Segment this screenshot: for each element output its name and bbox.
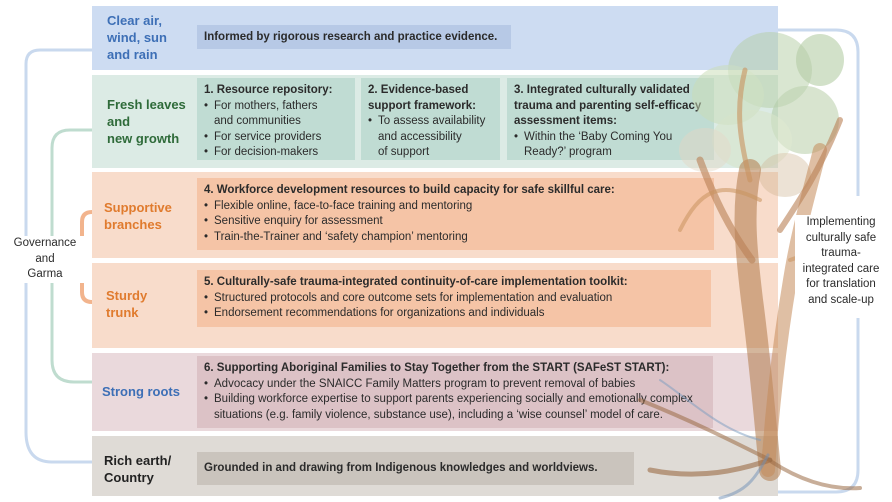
workforce-development-title: 4. Workforce development resources to bu… (204, 184, 615, 196)
indigenous-knowledges-box: Grounded in and drawing from Indigenous … (197, 452, 634, 485)
workforce-development-list: Flexible online, face-to-face training a… (204, 199, 707, 246)
supportive-branches-label: Supportive branches (104, 199, 172, 233)
list-item: Train-the-Trainer and ‘safety champion’ … (204, 230, 707, 246)
sturdy-trunk-label-line: trunk (106, 305, 139, 320)
list-item: Advocacy under the SNAICC Family Matters… (204, 377, 706, 393)
implementation-label-line: and scale-up (808, 293, 874, 306)
title-line: 3. Integrated culturally validated (514, 84, 690, 96)
strong-roots-label: Strong roots (102, 383, 180, 400)
support-framework-list: To assess availability and accessibility o… (368, 114, 493, 161)
governance-label: Governance and Garma (6, 236, 84, 283)
supportive-branches-label-line: Supportive (104, 200, 172, 215)
clear-air-label-line: and rain (107, 47, 158, 62)
list-item: For mothers, fathers and communities (204, 99, 348, 130)
implementation-label-line: integrated care (802, 262, 880, 275)
fresh-leaves-label-line: Fresh leaves (107, 97, 186, 112)
bullet-line: and accessibility (378, 130, 462, 143)
title-line: trauma and parenting self-efficacy (514, 99, 702, 112)
list-item: Structured protocols and core outcome se… (204, 291, 704, 307)
research-evidence-text: Informed by rigorous research and practi… (204, 31, 498, 43)
bullet-line: of support (378, 146, 430, 158)
tree-foliage (679, 32, 844, 197)
safest-start-title: 6. Supporting Aboriginal Families to Sta… (204, 362, 670, 374)
clear-air-label: Clear air, wind, sun and rain (107, 12, 167, 63)
bullet-line: To assess availability (378, 115, 486, 127)
bullet-line: situations (e.g. family violence, substa… (214, 408, 663, 421)
indigenous-knowledges-text: Grounded in and drawing from Indigenous … (204, 462, 598, 474)
implementation-toolkit-title: 5. Culturally-safe trauma-integrated con… (204, 276, 628, 288)
list-item: For service providers (204, 130, 348, 146)
sturdy-trunk-label-line: Sturdy (106, 288, 148, 303)
fresh-leaves-label-line: and (107, 114, 131, 129)
safest-start-box: 6. Supporting Aboriginal Families to Sta… (197, 356, 713, 428)
implementation-label-line: culturally safe (805, 231, 877, 244)
trunk-bracket (80, 270, 93, 304)
governance-label-line: Governance (13, 237, 77, 249)
rich-earth-label: Rich earth/ Country (104, 452, 171, 486)
implementation-label-line: Implementing (806, 216, 876, 228)
rich-earth-label-line: Country (104, 470, 154, 485)
rich-earth-label-line: Rich earth/ (104, 453, 172, 468)
resource-repository-list: For mothers, fathers and communities For … (204, 99, 348, 161)
safest-start-list: Advocacy under the SNAICC Family Matters… (204, 377, 706, 424)
clear-air-label-line: wind, sun (107, 30, 167, 45)
implementation-toolkit-box: 5. Culturally-safe trauma-integrated con… (197, 270, 711, 327)
list-item: Building workforce expertise to support … (204, 392, 706, 423)
clear-air-label-line: Clear air, (107, 13, 162, 28)
branches-bracket (80, 210, 93, 254)
support-framework-title: 2. Evidence-based support framework: (368, 83, 493, 114)
research-evidence-box: Informed by rigorous research and practi… (197, 25, 511, 49)
right-upper-connector (778, 28, 860, 196)
bullet-line: Building workforce expertise to support … (214, 393, 693, 405)
list-item: Flexible online, face-to-face training a… (204, 199, 707, 215)
bullet-line: Advocacy under the SNAICC Family Matters… (214, 377, 636, 390)
title-line: support framework: (368, 99, 476, 112)
support-framework-box: 2. Evidence-based support framework: To a… (361, 78, 500, 160)
list-item: Sensitive enquiry for assessment (204, 214, 707, 230)
assessment-items-box: 3. Integrated culturally validated trauma… (507, 78, 714, 160)
fresh-leaves-label-line: new growth (107, 131, 180, 146)
implementation-label-line: trauma- (821, 247, 861, 259)
title-line: assessment items: (514, 115, 617, 127)
implementation-label-line: for translation (806, 278, 876, 290)
bullet-line: Within the ‘Baby Coming You (524, 130, 673, 143)
title-line: 2. Evidence-based (368, 84, 469, 96)
resource-repository-box: 1. Resource repository: For mothers, fat… (197, 78, 355, 160)
bullet-line: Ready?’ program (524, 146, 612, 158)
workforce-development-box: 4. Workforce development resources to bu… (197, 178, 714, 250)
supportive-branches-label-line: branches (104, 217, 162, 232)
bullet-line: and communities (214, 115, 301, 127)
implementation-label: Implementing culturally safe trauma- int… (795, 215, 887, 308)
list-item: To assess availability and accessibility o… (368, 114, 493, 161)
governance-label-line: Garma (27, 268, 63, 280)
resource-repository-title: 1. Resource repository: (204, 84, 333, 96)
implementation-toolkit-list: Structured protocols and core outcome se… (204, 291, 704, 322)
bullet-line: For decision-makers (214, 146, 319, 158)
list-item: For decision-makers (204, 145, 348, 161)
bullet-line: For mothers, fathers (214, 99, 318, 112)
governance-label-line: and (35, 252, 55, 265)
list-item: Endorsement recommendations for organiza… (204, 306, 704, 322)
assessment-items-title: 3. Integrated culturally validated trauma… (514, 83, 707, 130)
fresh-leaves-label: Fresh leaves and new growth (107, 96, 186, 147)
sturdy-trunk-label: Sturdy trunk (106, 287, 147, 321)
bullet-line: For service providers (214, 130, 322, 143)
strong-roots-label-line: Strong roots (102, 384, 180, 399)
